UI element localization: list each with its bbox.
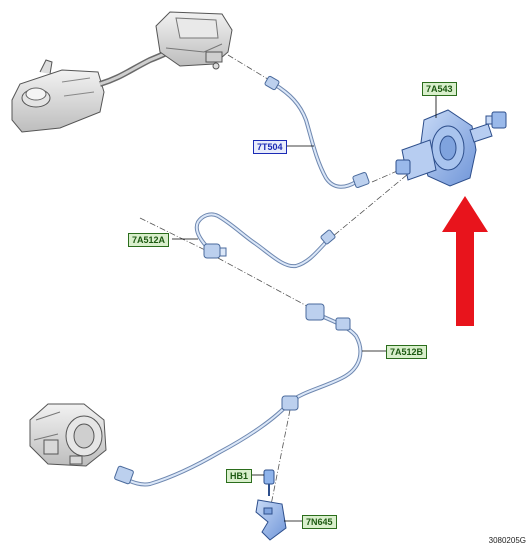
figure-reference: 3080205G [488, 536, 526, 545]
label-7A543: 7A543 [422, 82, 457, 96]
pipe-7A512B [114, 303, 363, 487]
brake-master-cylinder [155, 11, 233, 70]
label-7T504: 7T504 [253, 140, 287, 154]
label-7N645: 7N645 [302, 515, 337, 529]
label-7A512A: 7A512A [128, 233, 170, 247]
label-7A512B: 7A512B [386, 345, 428, 359]
pipe-7A512A [194, 212, 336, 269]
pipe-7T504 [264, 75, 370, 189]
leader-lines [172, 145, 386, 522]
clip-HB1 [263, 469, 275, 496]
bracket-7N645 [255, 499, 287, 541]
up-arrow-icon [442, 196, 488, 326]
clutch-slave-cylinder [29, 403, 107, 467]
alignment-lines [139, 54, 409, 521]
clutch-master-cylinder-7A543 [395, 96, 507, 187]
label-HB1: HB1 [226, 469, 253, 483]
fluid-reservoir [11, 59, 105, 133]
